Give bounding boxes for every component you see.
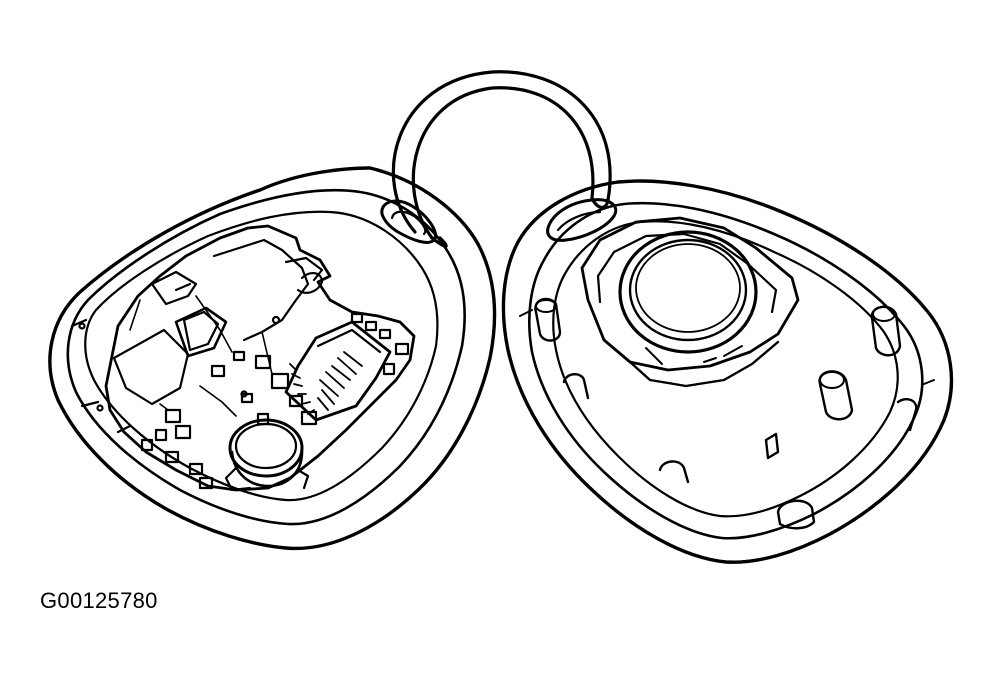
fob-housing-front [48,166,497,551]
fob-housing-back [501,179,954,564]
circuit-board [78,224,416,492]
button-pad [580,216,800,388]
key-ring [391,70,612,248]
coin-battery [224,418,310,492]
figure-id-label: G00125780 [40,588,158,613]
